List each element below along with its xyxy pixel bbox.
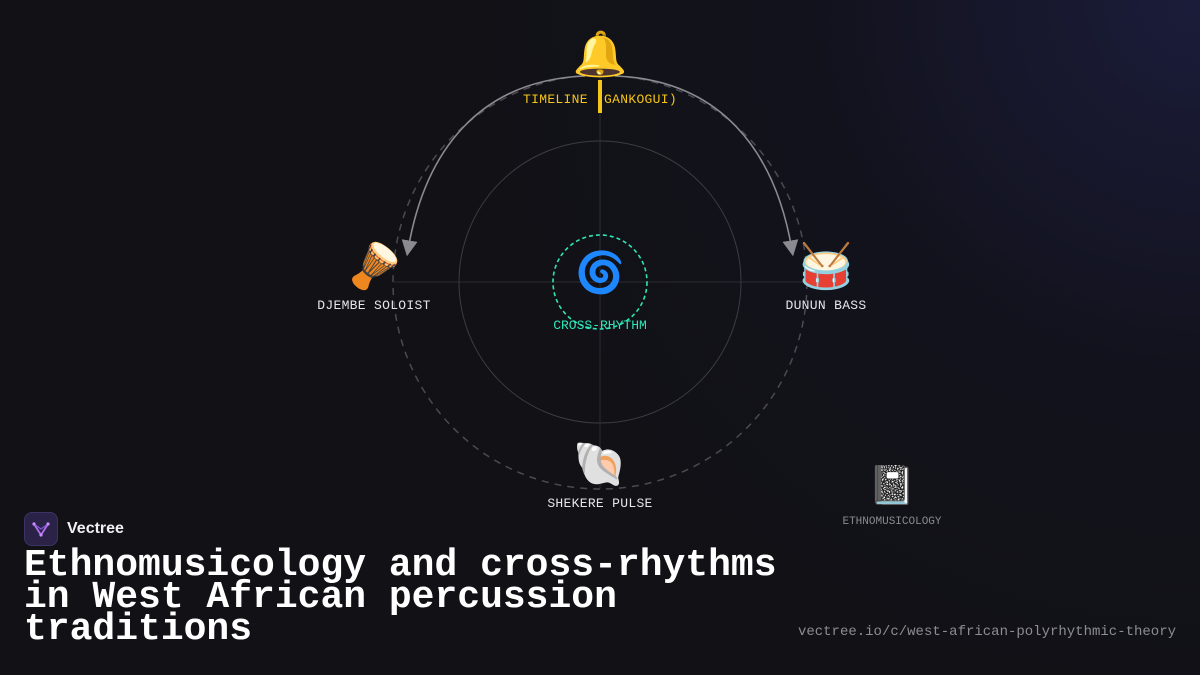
- timeline-marker: [598, 80, 602, 113]
- arc-arrow-right: [614, 75, 799, 257]
- drum-icon: 🥁: [798, 241, 854, 292]
- djembe-label: DJEMBE SOLOIST: [317, 298, 431, 313]
- dunun-label: DUNUN BASS: [785, 298, 867, 313]
- arc-arrow-left: [401, 75, 586, 257]
- ethnomusicology-label: ETHNOMUSICOLOGY: [842, 516, 942, 528]
- cross-rhythm-label: CROSS-RHYTHM: [553, 318, 647, 333]
- brand[interactable]: Vectree: [24, 512, 124, 546]
- shekere-node: 🐚 SHEKERE PULSE: [530, 439, 670, 512]
- notebook-icon: 📓: [868, 463, 916, 507]
- vectree-logo-icon: [24, 512, 58, 546]
- brand-name: Vectree: [67, 520, 124, 537]
- cross-rhythm-node: 🌀: [560, 248, 640, 298]
- page-title: Ethnomusicology and cross-rhythms in Wes…: [24, 544, 777, 651]
- bell-icon: 🔔: [572, 29, 628, 80]
- ethnomusicology-card: 📓 ETHNOMUSICOLOGY: [830, 462, 954, 528]
- dunun-node: 🥁 DUNUN BASS: [756, 241, 896, 314]
- spiral-icon: 🌀: [575, 250, 625, 296]
- djembe-node: 🪘 DJEMBE SOLOIST: [304, 241, 444, 314]
- djembe-drum-icon: 🪘: [346, 241, 402, 292]
- shell-icon: 🐚: [572, 439, 628, 490]
- shekere-label: SHEKERE PULSE: [547, 496, 653, 511]
- timeline-node: 🔔: [560, 30, 640, 80]
- page-url[interactable]: vectree.io/c/west-african-polyrhythmic-t…: [797, 624, 1176, 640]
- center-dashed-ring: [552, 234, 648, 330]
